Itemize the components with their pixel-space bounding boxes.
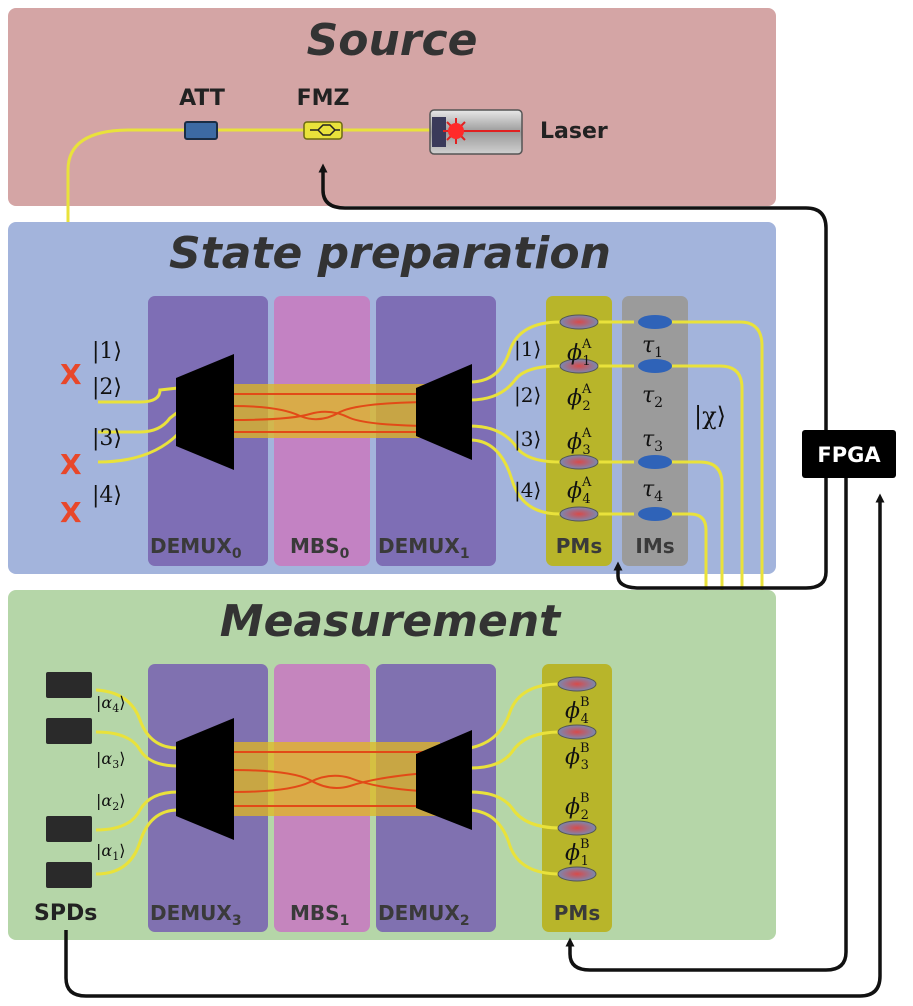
fpga-to-pm-a-line	[613, 476, 828, 590]
tau-2: τ2	[642, 383, 663, 411]
demux1-trapezoid	[416, 364, 472, 460]
blocked-marker-1: X	[60, 358, 82, 391]
laser-label: Laser	[540, 119, 608, 144]
output-ket-3: |3⟩	[514, 427, 541, 452]
mbs0-waveguide	[231, 384, 441, 438]
att-label: ATT	[179, 86, 225, 111]
alpha-ket-3: |α3⟩	[96, 749, 125, 771]
source-title: Source	[307, 15, 478, 66]
laser-window	[432, 117, 446, 147]
measurement-fibers	[95, 682, 561, 876]
pm-a-modulators	[559, 314, 599, 522]
demux1-label: DEMUX1	[378, 534, 470, 562]
measurement-title: Measurement	[220, 596, 562, 647]
demux2-label: DEMUX2	[378, 901, 470, 929]
fpga-to-pm-b-line	[565, 476, 848, 972]
blocked-marker-4: X	[60, 496, 82, 529]
demux3-trapezoid	[176, 718, 234, 840]
demux0-label: DEMUX0	[150, 534, 242, 562]
fpga-box	[802, 430, 896, 478]
fmz-interferometer-icon	[310, 124, 340, 136]
output-ket-1: |1⟩	[514, 337, 541, 362]
output-ket-4: |4⟩	[514, 478, 541, 503]
att-attenuator	[184, 121, 218, 140]
demux3-label: DEMUX3	[150, 901, 242, 929]
laser-spot	[448, 123, 464, 139]
tau-3: τ3	[642, 427, 663, 455]
fpga-to-fmz-line	[318, 163, 828, 434]
mbs0-label: MBS0	[290, 534, 350, 562]
tau-4: τ4	[642, 477, 663, 505]
input-ket-1: |1⟩	[92, 339, 122, 364]
demux2-trapezoid	[416, 730, 472, 830]
demux0-trapezoid	[176, 354, 234, 470]
mbs1-waveguide	[231, 742, 441, 816]
alpha-ket-2: |α2⟩	[96, 791, 125, 813]
input-ket-3: |3⟩	[92, 426, 122, 451]
blocked-marker-3: X	[60, 448, 82, 481]
mbs1-label: MBS1	[290, 901, 349, 929]
fmz-label: FMZ	[297, 86, 350, 111]
ims-column	[622, 296, 688, 566]
pms-b-label: PMs	[554, 901, 600, 925]
input-ket-2: |2⟩	[92, 375, 122, 400]
state-preparation-title: State preparation	[169, 228, 611, 279]
fpga-label: FPGA	[817, 443, 881, 467]
ims-label: IMs	[635, 534, 674, 558]
intensity-modulators	[638, 315, 672, 521]
pms-a-label: PMs	[556, 534, 602, 558]
alpha-ket-1: |α1⟩	[96, 841, 125, 863]
source-panel	[8, 8, 776, 206]
spd-detectors	[46, 672, 92, 888]
fmz-modulator	[303, 121, 343, 140]
tau-1: τ1	[642, 333, 663, 361]
spds-to-fpga-line	[64, 493, 885, 998]
alpha-ket-4: |α4⟩	[96, 693, 125, 715]
pm-b-modulators	[557, 676, 597, 882]
chi-state: |χ⟩	[694, 402, 726, 431]
spds-label: SPDs	[34, 901, 97, 926]
input-ket-4: |4⟩	[92, 483, 122, 508]
output-ket-2: |2⟩	[514, 383, 541, 408]
